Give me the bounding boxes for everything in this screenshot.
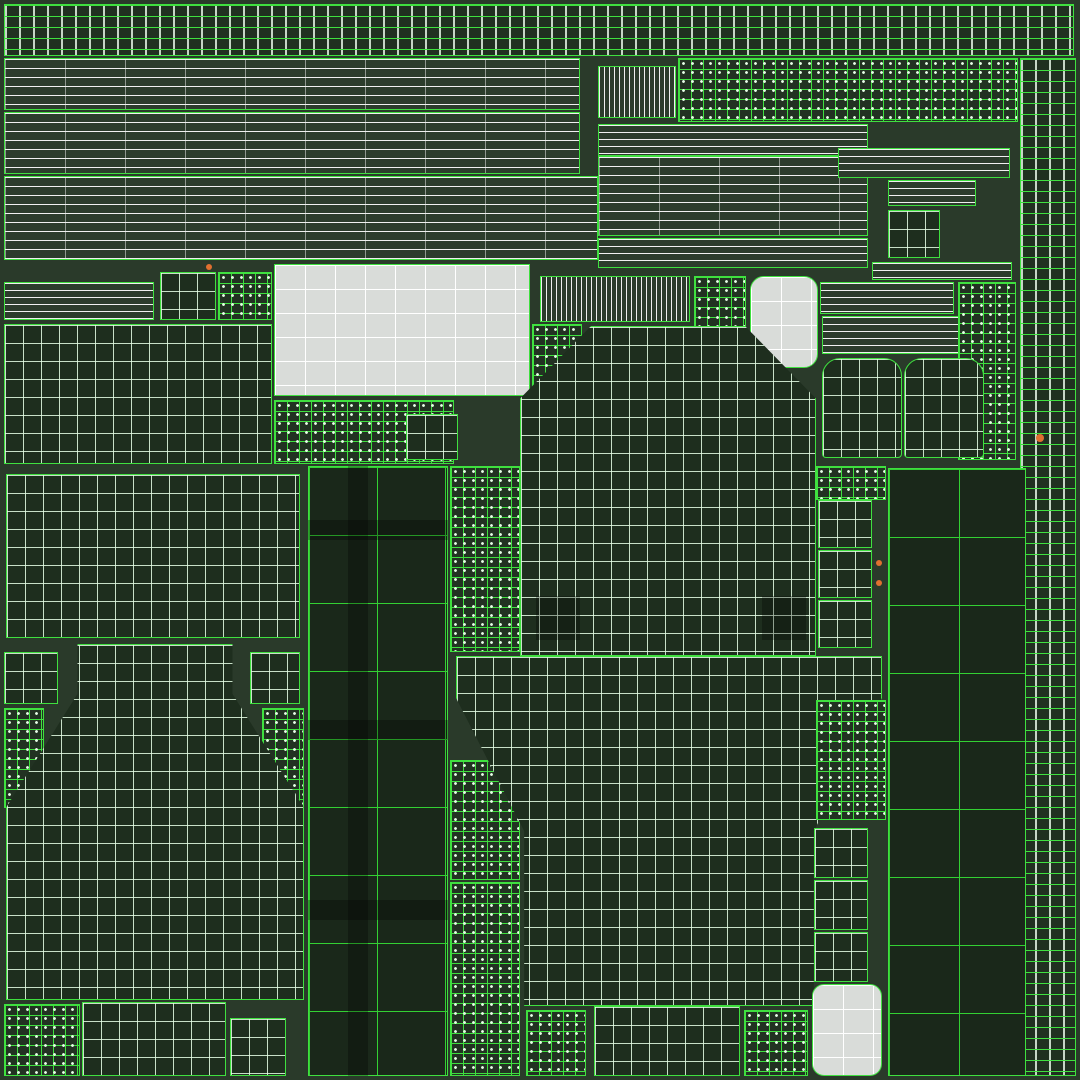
uv-island-right-edge-column [1020,58,1076,1076]
marker-dot [876,560,882,566]
uv-island-mid-strips-b [598,156,868,236]
uv-island-dark-column-left [308,466,448,1076]
uv-island-right-curved-a [822,358,902,458]
uv-island-center-bottom-b [594,1006,740,1076]
uv-island-light-panel [274,264,530,396]
marker-dot [876,580,882,586]
uv-island-left-wide-panel [6,474,300,638]
uv-island-center-body-lower [456,656,882,1006]
uv-island-right-box-a [818,500,872,548]
uv-island-center-body-upper [520,326,816,656]
uv-island-top-mid-icons [678,58,1018,122]
uv-island-right-parts-top [816,466,886,500]
uv-island-center-bottom-a [526,1010,586,1076]
uv-island-right-box-c [818,600,872,648]
uv-island-mid-strips-c [598,238,868,268]
uv-island-bottom-left-panel [82,1002,226,1076]
uv-island-right-strips-b [888,180,976,206]
uv-island-parts-column-c [450,882,520,1076]
uv-island-dark-column-right [888,468,1026,1076]
uv-island-strip-top-3 [4,176,598,260]
uv-island-left-small-box [160,272,216,320]
uv-island-left-small-box-b [4,652,58,704]
marker-dot [1036,434,1044,442]
marker-dot [206,264,212,270]
uv-island-right-box-f [814,932,868,982]
uv-island-right-curved-b [904,358,984,458]
uv-island-left-small-strips [4,282,154,320]
uv-island-left-panel [4,324,272,464]
uv-island-right-box-e [814,880,868,930]
uv-island-right-mid-strips-b [822,316,974,354]
uv-island-left-small-bits [218,272,272,320]
uv-island-left-small-box-c [250,652,300,704]
uv-island-center-bottom-c [744,1010,808,1076]
uv-island-right-box-b [818,550,872,598]
uv-island-mid-strips-a [598,124,868,156]
uv-island-strip-top-1 [4,58,580,110]
uv-island-center-top-bars [540,276,690,322]
uv-island-right-box-d [814,828,868,878]
uv-island-bottom-left-box [230,1018,286,1076]
uv-island-small-square-a [406,414,458,460]
uv-island-bottom-left-bits [4,1004,80,1076]
uv-island-right-parts-mid [816,700,886,820]
uv-island-top-border-row [4,4,1074,56]
uv-island-light-bottom-right [812,984,882,1076]
uv-island-top-mid-bars [598,66,676,118]
uv-island-right-mid-strips-a [820,282,954,314]
uv-island-parts-column-a [450,466,520,652]
uv-island-right-strips-c [872,262,1012,280]
uv-island-strip-top-2 [4,112,580,174]
uv-island-right-strips-a [838,148,1010,178]
uv-island-right-box [888,210,940,258]
